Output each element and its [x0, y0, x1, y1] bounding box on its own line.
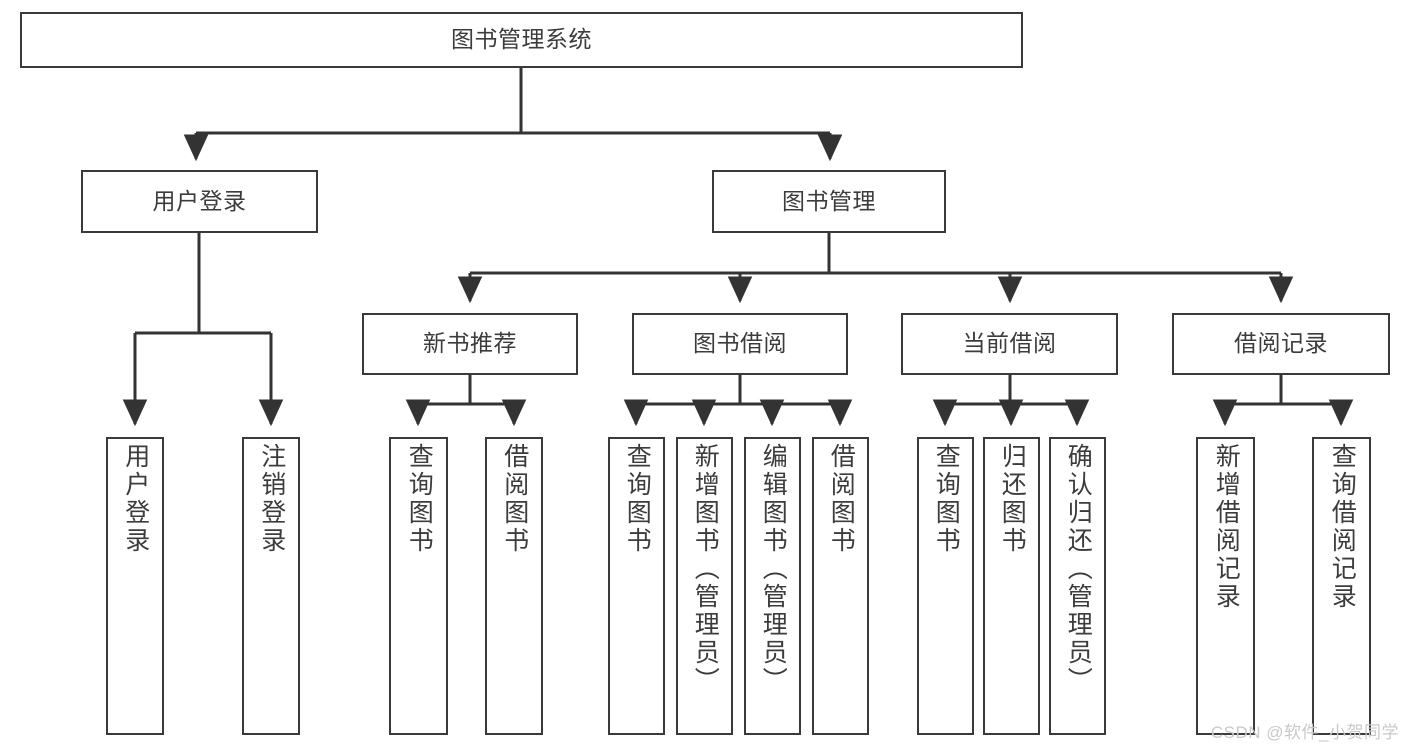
- leaf-borrow-book-newbook[interactable]: 借阅图书: [485, 437, 543, 735]
- node-label: 查询图书: [405, 443, 434, 555]
- node-label: 图书管理系统: [451, 26, 592, 53]
- leaf-edit-book-admin[interactable]: 编辑图书（管理员）: [744, 437, 801, 735]
- leaf-return-book[interactable]: 归还图书: [983, 437, 1040, 735]
- node-current-borrow[interactable]: 当前借阅: [901, 313, 1118, 375]
- node-label: 查询图书: [932, 443, 961, 555]
- node-label: 借阅图书: [827, 443, 856, 555]
- node-label: 图书管理: [782, 187, 876, 214]
- node-label: 借阅图书: [500, 443, 529, 555]
- node-label: 用户登录: [152, 187, 247, 214]
- node-label: 注销登录: [257, 443, 286, 555]
- leaf-confirm-return-admin[interactable]: 确认归还（管理员）: [1049, 437, 1106, 735]
- node-new-book-recommend[interactable]: 新书推荐: [362, 313, 578, 375]
- watermark: CSDN @软件_小贺同学: [1210, 723, 1399, 742]
- node-label: 当前借阅: [962, 330, 1057, 357]
- node-label: 确认归还（管理员）: [1064, 443, 1093, 695]
- node-borrow-record[interactable]: 借阅记录: [1172, 313, 1390, 375]
- leaf-query-book-current[interactable]: 查询图书: [917, 437, 974, 735]
- node-label: 新书推荐: [423, 330, 517, 357]
- node-label: 新增借阅记录: [1212, 443, 1241, 611]
- leaf-query-borrow-record[interactable]: 查询借阅记录: [1312, 437, 1371, 735]
- leaf-user-login[interactable]: 用户登录: [106, 437, 164, 735]
- node-label: 编辑图书（管理员）: [759, 443, 788, 695]
- node-label: 新增图书（管理员）: [691, 443, 720, 695]
- node-label: 归还图书: [998, 443, 1027, 555]
- node-user-login[interactable]: 用户登录: [81, 170, 318, 233]
- node-book-management[interactable]: 图书管理: [712, 170, 946, 233]
- leaf-query-book[interactable]: 查询图书: [608, 437, 665, 735]
- node-label: 查询图书: [623, 443, 652, 555]
- node-label: 借阅记录: [1234, 330, 1328, 357]
- node-root-system[interactable]: 图书管理系统: [20, 12, 1023, 68]
- node-label: 用户登录: [121, 443, 150, 555]
- leaf-logout-login[interactable]: 注销登录: [242, 437, 300, 735]
- leaf-add-book-admin[interactable]: 新增图书（管理员）: [676, 437, 733, 735]
- leaf-query-book-newbook[interactable]: 查询图书: [389, 437, 448, 735]
- leaf-borrow-book[interactable]: 借阅图书: [812, 437, 869, 735]
- node-book-borrow[interactable]: 图书借阅: [632, 313, 848, 375]
- node-label: 查询借阅记录: [1328, 443, 1357, 611]
- node-label: 图书借阅: [693, 330, 787, 357]
- leaf-add-borrow-record[interactable]: 新增借阅记录: [1196, 437, 1255, 735]
